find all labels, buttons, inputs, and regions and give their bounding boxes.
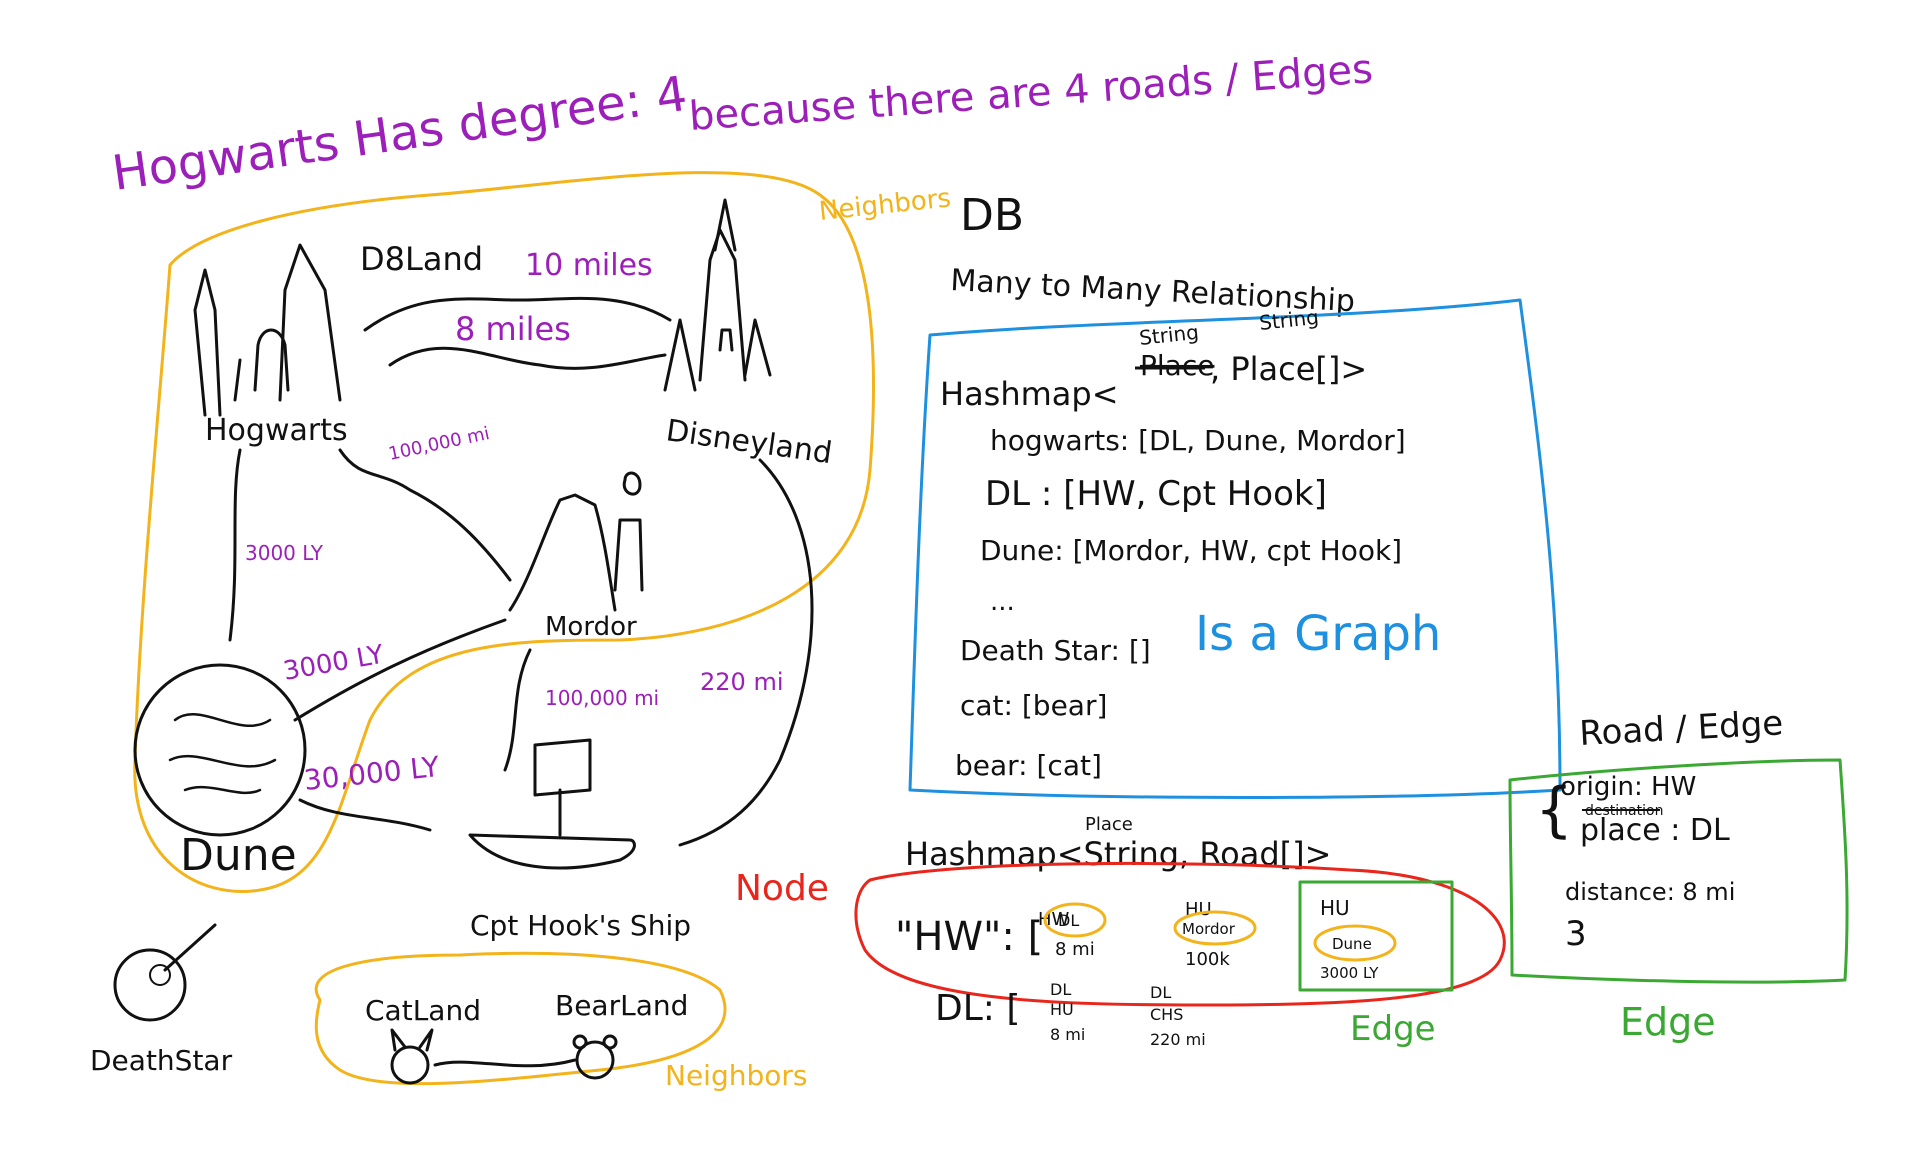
edge-from: DL: [1050, 980, 1071, 999]
degree-note: Hogwarts Has degree: 4: [109, 66, 691, 202]
edge-to: Mordor: [1182, 920, 1236, 938]
edge-to: CHS: [1150, 1005, 1183, 1024]
db-box: [908, 298, 1562, 799]
death-star-dish: [149, 964, 171, 986]
road-edge-box: [1508, 758, 1849, 984]
edge-dist: 100k: [1185, 949, 1230, 970]
edge-to: HU: [1050, 1000, 1074, 1019]
edge-from: HU: [1320, 896, 1350, 920]
hogwarts-castle-drawing: [193, 243, 342, 417]
is-a-graph-label: Is a Graph: [1195, 606, 1441, 662]
edge-to: Dune: [1332, 935, 1372, 953]
node-label: Node: [735, 868, 829, 909]
road-place-note: Place: [1085, 814, 1133, 835]
road-edge-brace-open: {: [1535, 775, 1573, 845]
death-star-pointer: [163, 923, 217, 972]
death-star-drawing: [113, 948, 187, 1022]
dl-key: DL: [: [935, 988, 1020, 1029]
road-upper: [363, 296, 672, 332]
db-entry: ...: [990, 587, 1015, 617]
neighbors-outline-bottom: [314, 951, 727, 1086]
road-edge-place: place : DL: [1580, 813, 1730, 848]
db-struck-place: Place: [1140, 349, 1214, 382]
db-entry: cat: [bear]: [960, 689, 1107, 722]
catland-label: CatLand: [365, 994, 481, 1027]
db-title: DB: [960, 190, 1024, 241]
dune-label: Dune: [180, 830, 297, 881]
edge-box-1: [1298, 880, 1454, 992]
db-entry: Dune: [Mordor, HW, cpt Hook]: [980, 534, 1402, 567]
death-star-label: DeathStar: [90, 1044, 233, 1077]
edge-from: DL: [1150, 983, 1171, 1002]
distance-10-miles: 10 miles: [525, 248, 653, 283]
db-entry: bear: [cat]: [955, 749, 1102, 782]
ship-label: Cpt Hook's Ship: [470, 909, 691, 942]
dune-swirls: [168, 713, 277, 795]
distance-dune-ship: 30,000 LY: [302, 750, 441, 797]
db-entry: Death Star: []: [960, 634, 1151, 667]
mordor-label: Mordor: [545, 612, 637, 642]
road-edge-distance: distance: 8 mi: [1565, 878, 1735, 906]
road-hw-mordor: [338, 448, 512, 582]
ship-drawing: [468, 738, 636, 870]
db-entries: hogwarts: [DL, Dune, Mordor] DL : [HW, C…: [955, 424, 1406, 782]
hw-edges: HW DL 8 mi HU Mordor 100k HU Dune 3000 L…: [1038, 880, 1454, 992]
road-dl-ship: [678, 458, 814, 847]
db-hashmap-suffix: , Place[]>: [1210, 350, 1367, 388]
road-mordor-ship: [503, 648, 532, 772]
edge-dist: 8 mi: [1055, 939, 1095, 960]
bear-face-drawing: [572, 1034, 618, 1080]
edge-to: DL: [1058, 911, 1079, 930]
reason-note: because there are 4 roads / Edges: [687, 46, 1374, 140]
hogwarts-label: Hogwarts: [205, 413, 348, 448]
edge-to-highlight: [1043, 902, 1107, 938]
db-hashmap-prefix: Hashmap<: [940, 375, 1119, 413]
distance-8-miles: 8 miles: [455, 310, 571, 348]
neighbors-label-bottom: Neighbors: [665, 1059, 807, 1092]
road-hw-dune: [228, 448, 242, 642]
distance-dune-mordor: 3000 LY: [281, 640, 386, 687]
distance-dl-ship: 220 mi: [700, 668, 783, 696]
road-lower: [388, 346, 667, 370]
road-edge-origin: origin: HW: [1560, 772, 1696, 802]
road-cat-bear: [433, 1058, 577, 1068]
distance-mordor-ship: 100,000 mi: [545, 686, 659, 710]
road-edge-title: Road / Edge: [1578, 703, 1784, 754]
road-edge-brace-close: 3: [1565, 914, 1587, 954]
cat-face-drawing: [390, 1028, 434, 1085]
edge-to-highlight: [1173, 910, 1257, 946]
neighbors-label-top: Neighbors: [818, 183, 953, 227]
distance-hw-mordor: 100,000 mi: [387, 423, 492, 465]
edge-dist: 3000 LY: [1320, 964, 1379, 982]
db-type-note-1: String: [1138, 320, 1200, 350]
edge-dist: 220 mi: [1150, 1030, 1206, 1049]
node-outline: [854, 861, 1506, 1007]
dune-planet-drawing: [133, 663, 307, 837]
edge-dist: 8 mi: [1050, 1025, 1085, 1044]
disneyland-castle-drawing: [663, 198, 772, 392]
dl-edges: DL HU 8 mi DL CHS 220 mi: [1050, 980, 1206, 1049]
d8land-label: D8Land: [360, 240, 483, 278]
hw-key: "HW": [: [895, 914, 1043, 960]
road-dune-ship: [298, 798, 432, 832]
db-entry: hogwarts: [DL, Dune, Mordor]: [990, 424, 1406, 457]
mordor-tower-drawing: [613, 471, 644, 592]
db-type-note-2: String: [1258, 305, 1320, 335]
disneyland-label: Disneyland: [664, 413, 834, 471]
neighbors-outline-top: [133, 171, 875, 893]
edge-label-2: Edge: [1620, 1000, 1716, 1044]
mordor-mountain-drawing: [508, 493, 617, 612]
bearland-label: BearLand: [555, 989, 688, 1022]
db-entry: DL : [HW, Cpt Hook]: [985, 474, 1327, 514]
edge-to-highlight: [1313, 924, 1397, 962]
road-dune-mordor: [293, 618, 507, 722]
edge-label-1: Edge: [1350, 1009, 1436, 1049]
distance-hw-dune: 3000 LY: [245, 541, 324, 565]
